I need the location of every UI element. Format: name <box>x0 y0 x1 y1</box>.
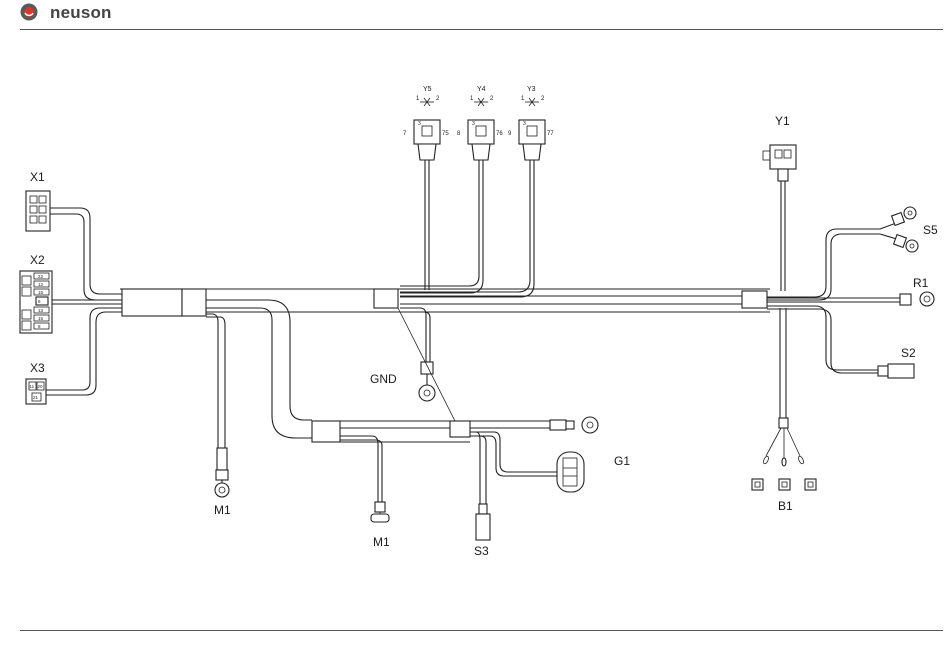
x3-cell-1: 11 <box>30 384 35 389</box>
connector-y1: Y1 <box>763 114 796 291</box>
label-y5: Y5 <box>423 86 432 93</box>
valve-y5: Y5 1 2 3 7 75 <box>403 86 449 290</box>
label-r1: R1 <box>913 276 929 290</box>
y4-coil-pin-2: 2 <box>490 96 494 102</box>
motor-m1-ring: M1 <box>206 314 231 517</box>
y4-coil-pin-1: 1 <box>470 96 474 102</box>
y4-pin-right: 76 <box>496 131 503 137</box>
x3-cell-2: 20 <box>38 384 44 389</box>
y4-pin-3: 3 <box>472 121 475 127</box>
connector-x2: X2 22 12 15 6 13 15 8 <box>20 253 122 333</box>
y3-coil-pin-2: 2 <box>541 96 545 102</box>
y5-coil-pin-2: 2 <box>436 96 440 102</box>
y5-coil-pin-1: 1 <box>416 96 420 102</box>
x2-cell-1: 22 <box>38 274 44 279</box>
label-gnd: GND <box>370 372 397 386</box>
sensor-s3: S3 <box>470 432 490 558</box>
y5-pin-left: 7 <box>403 131 407 137</box>
label-y3: Y3 <box>527 86 536 93</box>
y5-pin-right: 75 <box>442 131 449 137</box>
label-s5: S5 <box>923 223 938 237</box>
label-x1: X1 <box>30 170 45 184</box>
label-y4: Y4 <box>477 86 486 93</box>
valve-y3: Y3 1 2 3 9 77 <box>400 86 554 297</box>
x3-cell-3: 21 <box>33 395 39 400</box>
x2-cell-2: 12 <box>38 282 44 287</box>
sensor-b1: B1 <box>752 308 816 513</box>
x2-cell-6: 15 <box>38 316 44 321</box>
ground-gnd: GND <box>370 308 457 425</box>
sub-harness <box>206 300 598 442</box>
label-m1-ring: M1 <box>214 503 231 517</box>
label-g1: G1 <box>614 454 630 468</box>
label-y1: Y1 <box>775 114 790 128</box>
resistor-r1: R1 <box>767 276 934 306</box>
motor-m1-plug: M1 <box>340 436 390 549</box>
valve-y4: Y4 1 2 3 8 76 <box>400 86 503 293</box>
x2-cell-3: 15 <box>38 290 44 295</box>
y5-pin-3: 3 <box>418 121 421 127</box>
label-x3: X3 <box>30 361 45 375</box>
y3-pin-left: 9 <box>508 131 512 137</box>
label-m1-plug: M1 <box>373 535 390 549</box>
label-s3: S3 <box>474 544 489 558</box>
y3-coil-pin-1: 1 <box>521 96 525 102</box>
y3-pin-right: 77 <box>547 131 554 137</box>
y3-pin-3: 3 <box>523 121 526 127</box>
label-b1: B1 <box>778 499 793 513</box>
sensor-s2: S2 <box>767 306 916 378</box>
label-x2: X2 <box>30 253 45 267</box>
x2-cell-5: 13 <box>38 308 44 313</box>
y4-pin-left: 8 <box>457 131 461 137</box>
label-s2: S2 <box>901 346 916 360</box>
component-g1: G1 <box>470 432 630 492</box>
